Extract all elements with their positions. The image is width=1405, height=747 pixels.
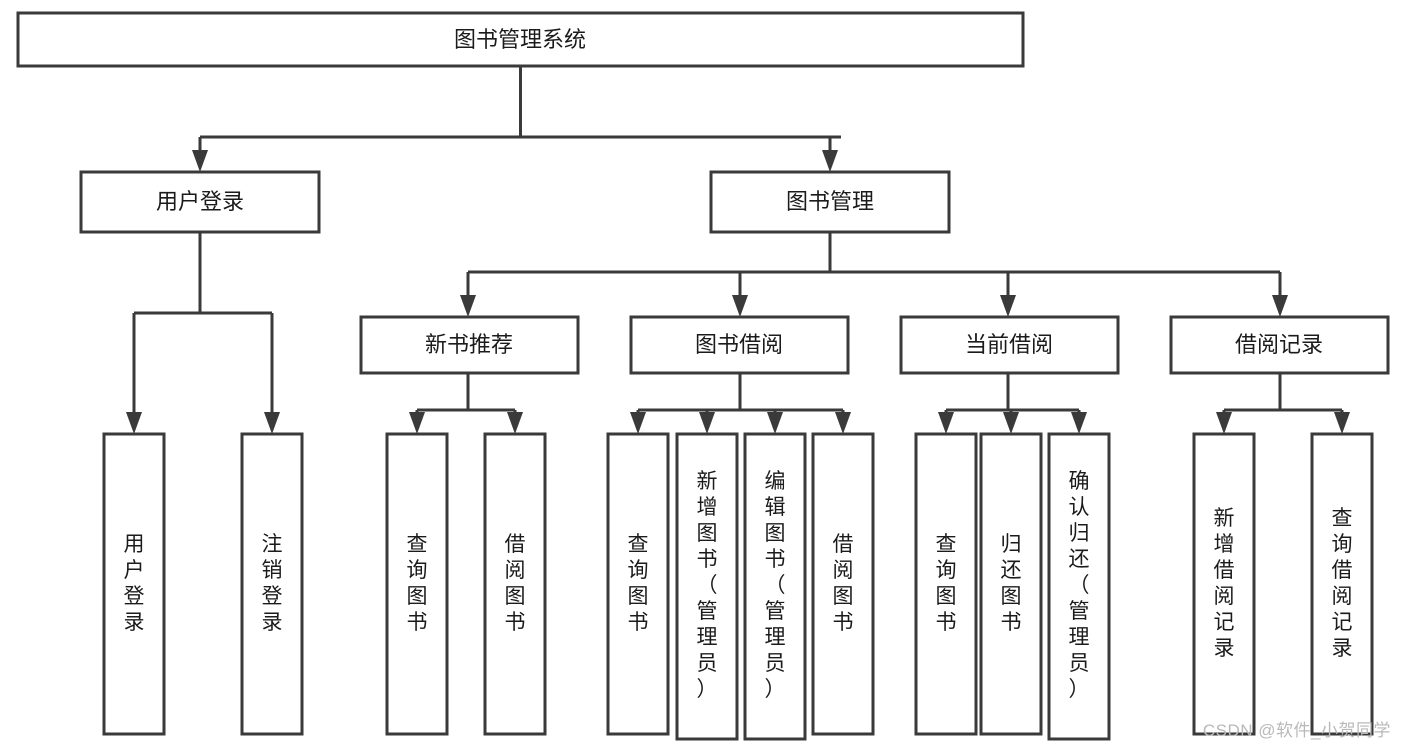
node-leaf-edit-book-admin-label: 编辑图书（管理员） xyxy=(765,470,786,701)
arrow-head-leaf-query-book-2 xyxy=(630,412,646,434)
node-leaf-add-book-admin-label: 新增图书（管理员） xyxy=(697,470,718,701)
arrow-head-book-borrow xyxy=(732,295,748,317)
node-borrow-record-label: 借阅记录 xyxy=(1235,332,1323,357)
node-leaf-borrow-book-1-box[interactable] xyxy=(483,432,547,736)
node-leaf-user-logout-box[interactable] xyxy=(240,432,304,736)
arrow-head-leaf-query-book-1 xyxy=(409,412,425,434)
node-user-login[interactable]: 用户登录 xyxy=(79,170,321,234)
node-root[interactable]: 图书管理系统 xyxy=(16,11,1025,68)
node-leaf-query-book-1-box[interactable] xyxy=(385,432,449,736)
arrow-head-borrow-record xyxy=(1272,295,1288,317)
node-leaf-user-logout[interactable]: 注销登录 xyxy=(240,432,304,736)
node-leaf-add-book-admin-box[interactable] xyxy=(675,432,739,741)
node-leaf-query-book-3-label: 查询图书 xyxy=(936,533,957,634)
arrow-head-book-manage xyxy=(822,150,838,172)
node-leaf-user-login-box[interactable] xyxy=(102,432,166,736)
arrow-head-leaf-borrow-book-1 xyxy=(507,412,523,434)
node-leaf-query-book-2-box[interactable] xyxy=(606,432,670,736)
node-leaf-edit-book-admin-box[interactable] xyxy=(743,432,807,741)
arrow-head-leaf-edit-book-admin xyxy=(767,412,783,434)
connector-layer xyxy=(126,66,1350,434)
node-leaf-user-login[interactable]: 用户登录 xyxy=(102,432,166,736)
node-leaf-borrow-book-1[interactable]: 借阅图书 xyxy=(483,432,547,736)
node-user-login-box[interactable] xyxy=(79,170,321,234)
node-leaf-query-borrow-record[interactable]: 查询借阅记录 xyxy=(1310,432,1374,736)
node-leaf-add-borrow-record-box[interactable] xyxy=(1192,432,1256,736)
node-new-book-recommend-label: 新书推荐 xyxy=(425,332,513,357)
node-leaf-query-book-1[interactable]: 查询图书 xyxy=(385,432,449,736)
node-leaf-borrow-book-1-label: 借阅图书 xyxy=(505,533,526,634)
node-book-borrow-label: 图书借阅 xyxy=(695,332,783,357)
node-leaf-query-book-2[interactable]: 查询图书 xyxy=(606,432,670,736)
node-current-borrow-label: 当前借阅 xyxy=(965,332,1053,357)
node-root-label: 图书管理系统 xyxy=(454,27,586,52)
arrow-head-user-login xyxy=(192,150,208,172)
node-user-login-label: 用户登录 xyxy=(156,189,244,214)
arrow-head-leaf-user-login xyxy=(126,412,142,434)
node-book-manage-box[interactable] xyxy=(709,170,951,234)
node-borrow-record[interactable]: 借阅记录 xyxy=(1169,315,1390,375)
node-leaf-query-book-2-label: 查询图书 xyxy=(628,533,649,634)
node-leaf-query-book-1-label: 查询图书 xyxy=(407,533,428,634)
node-leaf-user-logout-label: 注销登录 xyxy=(262,533,283,634)
node-leaf-confirm-return-admin[interactable]: 确认归还（管理员） xyxy=(1047,432,1111,741)
node-book-borrow-box[interactable] xyxy=(629,315,850,375)
node-new-book-recommend[interactable]: 新书推荐 xyxy=(359,315,580,375)
node-leaf-user-login-label: 用户登录 xyxy=(124,533,145,634)
node-new-book-recommend-box[interactable] xyxy=(359,315,580,375)
node-leaf-confirm-return-admin-label: 确认归还（管理员） xyxy=(1069,470,1090,701)
node-leaf-return-book[interactable]: 归还图书 xyxy=(979,432,1043,736)
node-leaf-return-book-box[interactable] xyxy=(979,432,1043,736)
csdn-watermark: CSDN @软件_小贺同学 xyxy=(1202,721,1391,740)
node-leaf-return-book-label: 归还图书 xyxy=(1001,533,1022,634)
arrow-head-leaf-return-book xyxy=(1003,412,1019,434)
node-leaf-add-borrow-record-label: 新增借阅记录 xyxy=(1214,507,1235,660)
node-leaf-borrow-book-2[interactable]: 借阅图书 xyxy=(811,432,875,736)
node-leaf-confirm-return-admin-box[interactable] xyxy=(1047,432,1111,741)
arrow-head-leaf-user-logout xyxy=(264,412,280,434)
node-current-borrow-box[interactable] xyxy=(899,315,1120,375)
node-current-borrow[interactable]: 当前借阅 xyxy=(899,315,1120,375)
node-book-manage-label: 图书管理 xyxy=(786,189,874,214)
arrow-head-new-book-recommend xyxy=(460,295,476,317)
arrow-head-leaf-add-borrow-record xyxy=(1216,412,1232,434)
node-leaf-add-book-admin[interactable]: 新增图书（管理员） xyxy=(675,432,739,741)
arrow-head-leaf-query-book-3 xyxy=(938,412,954,434)
node-leaf-borrow-book-2-box[interactable] xyxy=(811,432,875,736)
node-leaf-borrow-book-2-label: 借阅图书 xyxy=(833,533,854,634)
node-root-box[interactable] xyxy=(16,11,1025,68)
node-leaf-query-borrow-record-box[interactable] xyxy=(1310,432,1374,736)
node-leaf-query-book-3[interactable]: 查询图书 xyxy=(914,432,978,736)
node-book-manage[interactable]: 图书管理 xyxy=(709,170,951,234)
arrow-head-leaf-confirm-return-admin xyxy=(1071,412,1087,434)
node-book-borrow[interactable]: 图书借阅 xyxy=(629,315,850,375)
arrow-head-leaf-add-book-admin xyxy=(699,412,715,434)
arrow-head-current-borrow xyxy=(1000,295,1016,317)
node-leaf-add-borrow-record[interactable]: 新增借阅记录 xyxy=(1192,432,1256,736)
arrow-head-leaf-borrow-book-2 xyxy=(835,412,851,434)
node-leaf-query-borrow-record-label: 查询借阅记录 xyxy=(1332,507,1353,660)
arrow-head-leaf-query-borrow-record xyxy=(1334,412,1350,434)
node-borrow-record-box[interactable] xyxy=(1169,315,1390,375)
node-leaf-edit-book-admin[interactable]: 编辑图书（管理员） xyxy=(743,432,807,741)
node-leaf-query-book-3-box[interactable] xyxy=(914,432,978,736)
